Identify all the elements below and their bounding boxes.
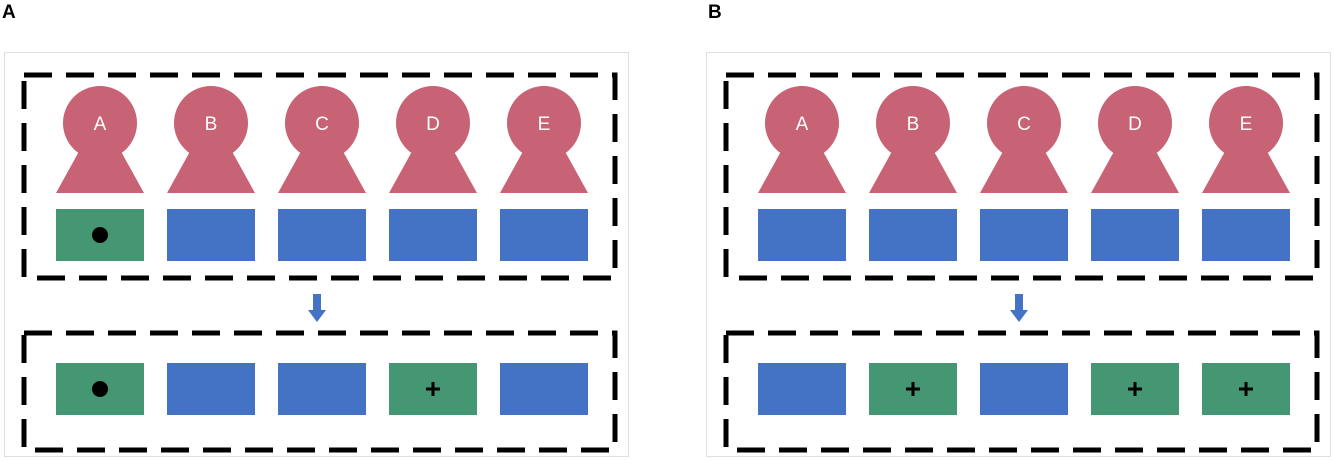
person-head	[396, 86, 470, 160]
top-box-fill	[389, 209, 477, 261]
top-box	[980, 209, 1068, 261]
bottom-box	[1091, 363, 1179, 415]
person-icon: E	[500, 86, 588, 193]
person-icon: C	[980, 86, 1068, 193]
person-body	[1202, 146, 1290, 193]
person-label: D	[426, 114, 440, 135]
person-label: A	[94, 114, 107, 135]
bottom-box	[56, 363, 144, 415]
person-body	[278, 146, 366, 193]
person-icon: D	[389, 86, 477, 193]
bottom-box-fill	[758, 363, 846, 415]
panel-frame	[4, 52, 629, 457]
top-box-fill	[758, 209, 846, 261]
bottom-box-fill	[500, 363, 588, 415]
person-body	[980, 146, 1068, 193]
person-head	[63, 86, 137, 160]
bottom-box	[980, 363, 1068, 415]
top-box	[1202, 209, 1290, 261]
person-icon: E	[1202, 86, 1290, 193]
person-label: B	[907, 114, 920, 135]
bottom-box	[389, 363, 477, 415]
top-box-fill	[278, 209, 366, 261]
person-icon: B	[869, 86, 957, 193]
person-body	[389, 146, 477, 193]
person-head	[507, 86, 581, 160]
bottom-box	[278, 363, 366, 415]
plus-marker-icon	[1239, 382, 1253, 396]
person-head	[765, 86, 839, 160]
panel-b: A B C D E	[706, 52, 1331, 457]
top-box	[389, 209, 477, 261]
person-icon: A	[56, 86, 144, 193]
panel-frame	[706, 52, 1331, 457]
top-box-fill	[869, 209, 957, 261]
person-label: A	[796, 114, 809, 135]
person-body	[1091, 146, 1179, 193]
group-box-bottom	[723, 330, 1320, 453]
top-box	[167, 209, 255, 261]
group-box-top	[723, 72, 1320, 281]
person-icon: C	[278, 86, 366, 193]
panel-label-b: B	[708, 2, 722, 23]
top-box	[1091, 209, 1179, 261]
person-head	[174, 86, 248, 160]
person-head	[876, 86, 950, 160]
group-box-top	[21, 72, 618, 281]
person-icon: D	[1091, 86, 1179, 193]
bottom-box	[1202, 363, 1290, 415]
top-box	[278, 209, 366, 261]
top-box	[869, 209, 957, 261]
dot-marker-icon	[92, 227, 108, 243]
top-box	[758, 209, 846, 261]
top-box	[56, 209, 144, 261]
person-icon: A	[758, 86, 846, 193]
dot-marker-icon	[92, 381, 108, 397]
person-head	[285, 86, 359, 160]
person-label: D	[1128, 114, 1142, 135]
top-box-fill	[1091, 209, 1179, 261]
plus-marker-icon	[906, 382, 920, 396]
group-box-bottom	[21, 330, 618, 453]
person-label: E	[538, 114, 551, 135]
person-body	[758, 146, 846, 193]
bottom-box-fill	[980, 363, 1068, 415]
bottom-box	[758, 363, 846, 415]
top-box-fill	[980, 209, 1068, 261]
bottom-box	[167, 363, 255, 415]
bottom-box	[869, 363, 957, 415]
plus-marker-icon	[1128, 382, 1142, 396]
person-head	[1209, 86, 1283, 160]
bottom-box-fill	[167, 363, 255, 415]
top-box	[500, 209, 588, 261]
plus-marker-icon	[426, 382, 440, 396]
top-box-fill	[500, 209, 588, 261]
top-box-fill	[1202, 209, 1290, 261]
top-box-fill	[167, 209, 255, 261]
down-arrow-icon	[308, 294, 326, 322]
person-body	[56, 146, 144, 193]
person-label: E	[1240, 114, 1253, 135]
person-head	[987, 86, 1061, 160]
person-icon: B	[167, 86, 255, 193]
panel-label-a: A	[2, 2, 16, 23]
person-body	[167, 146, 255, 193]
person-label: C	[1017, 114, 1031, 135]
bottom-box	[500, 363, 588, 415]
down-arrow-icon	[1010, 294, 1028, 322]
person-label: B	[205, 114, 218, 135]
person-head	[1098, 86, 1172, 160]
person-body	[500, 146, 588, 193]
bottom-box-fill	[278, 363, 366, 415]
person-body	[869, 146, 957, 193]
person-label: C	[315, 114, 329, 135]
panel-a: A B C D E	[4, 52, 629, 457]
